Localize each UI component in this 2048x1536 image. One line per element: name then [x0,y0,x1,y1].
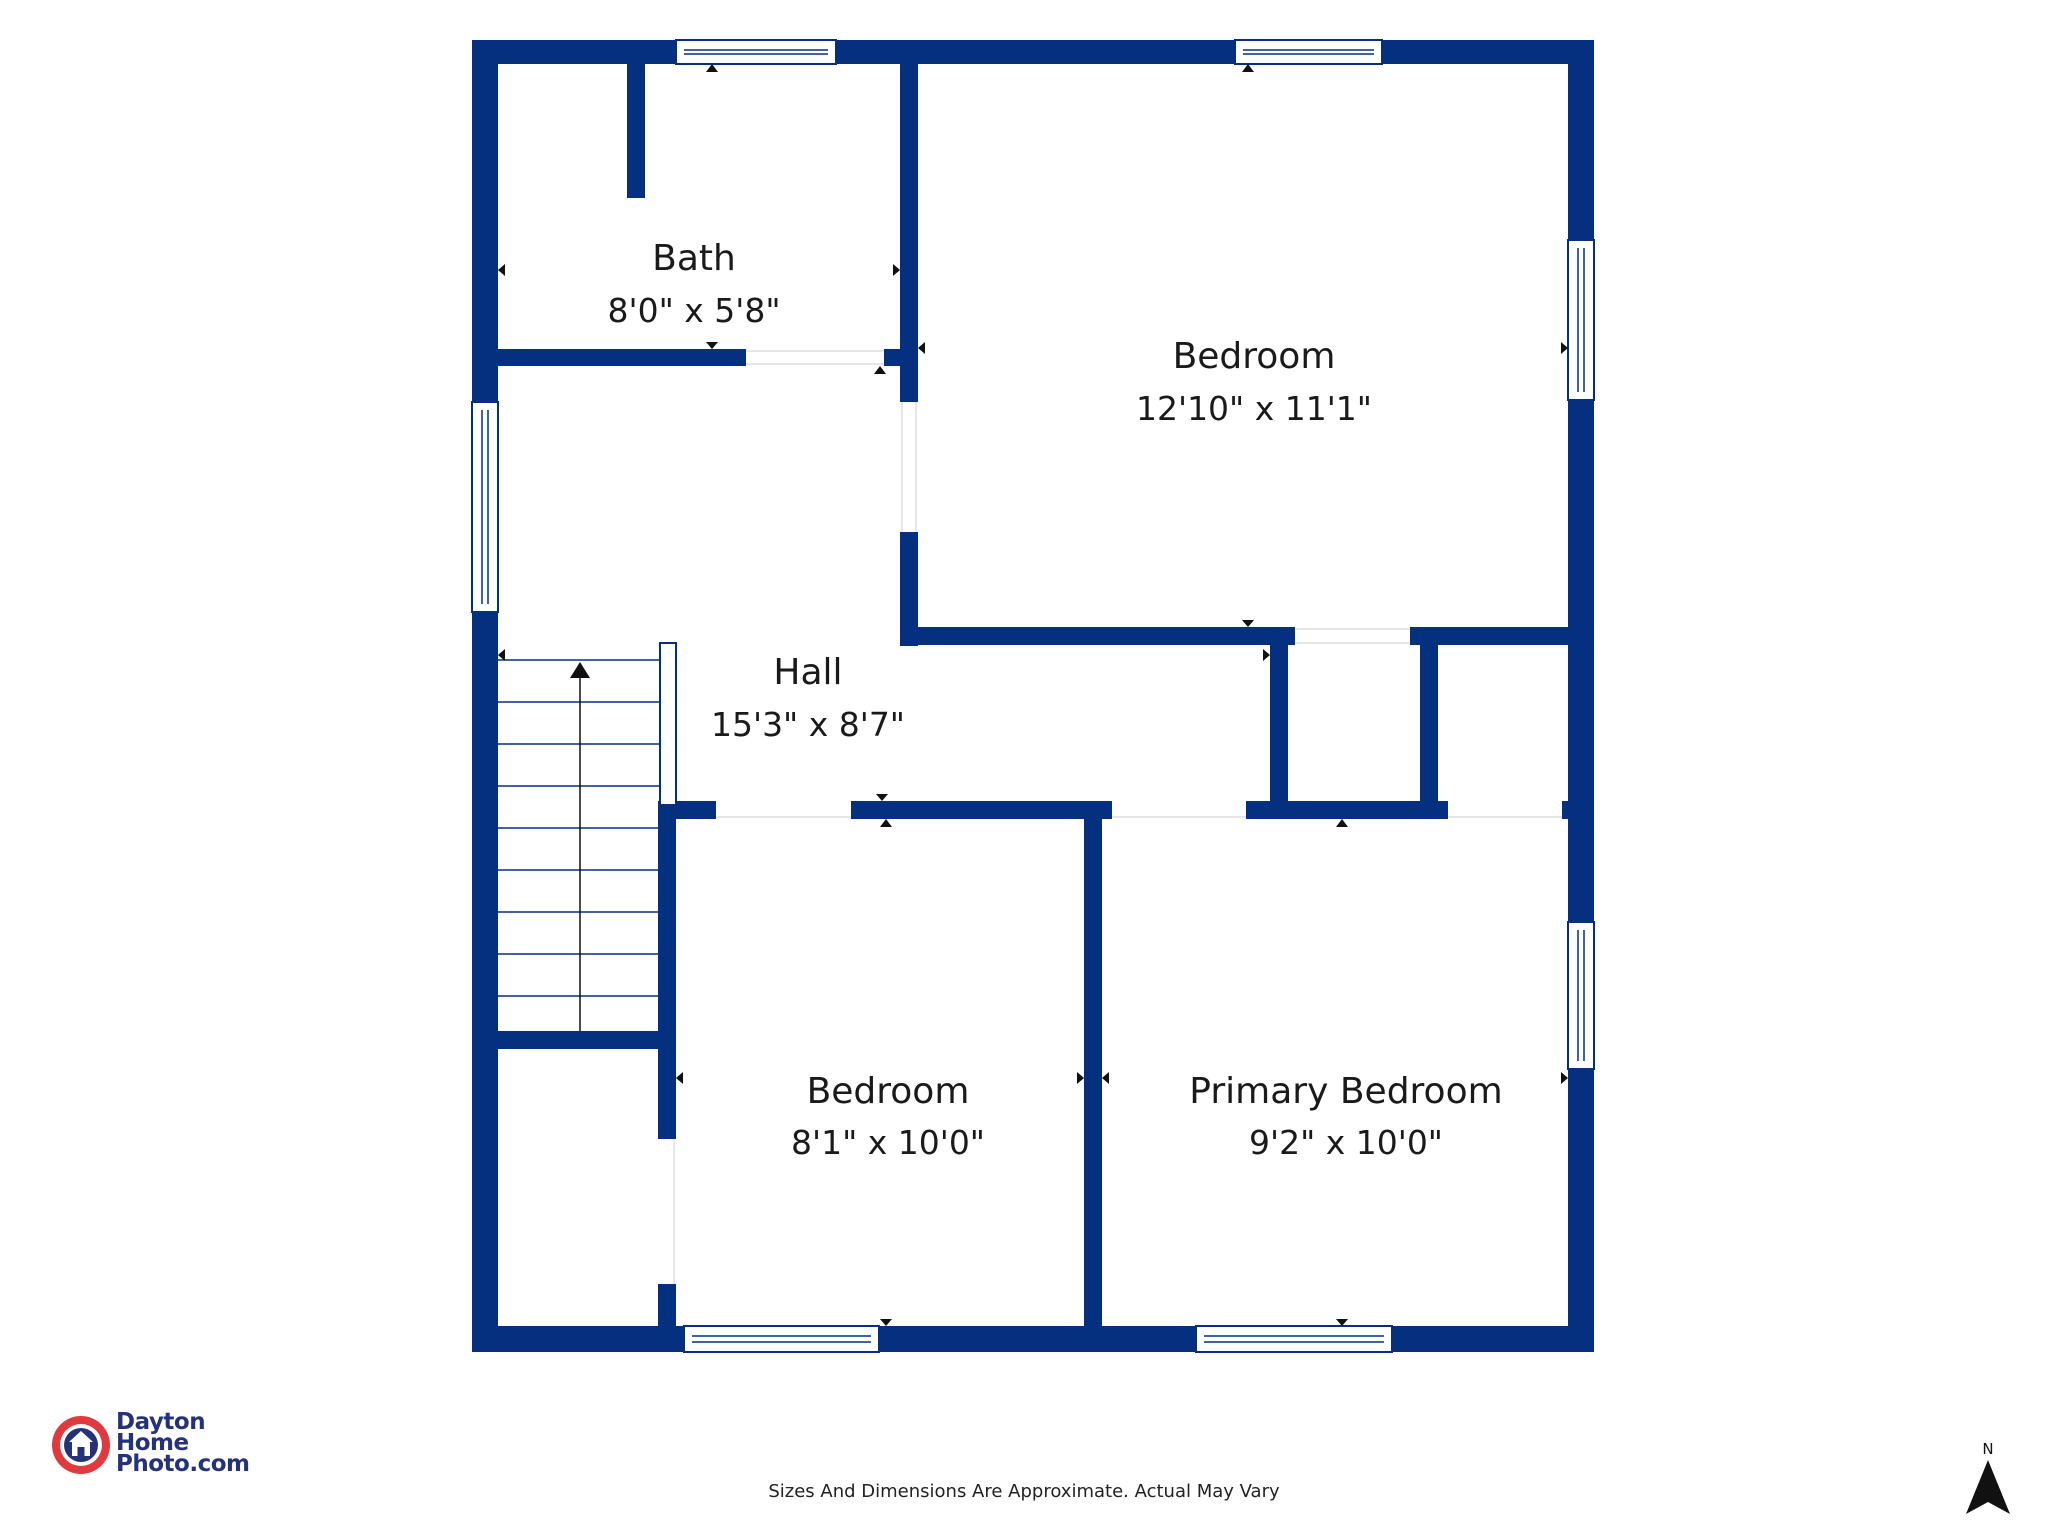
room-label-primary-bedroom: Primary Bedroom 9'2" x 10'0" [1189,1071,1502,1162]
hall-bottom-wall-d [1562,801,1574,819]
wall-top [472,40,1594,64]
hall-bottom-wall-c [1246,801,1448,819]
staircase [498,642,677,1031]
north-arrow-icon [1966,1460,2010,1514]
windows [471,39,1595,1353]
room-dimensions: 12'10" x 11'1" [1136,389,1372,428]
logo-wordmark: Dayton Home Photo.com [116,1409,250,1477]
room-dimensions: 8'0" x 5'8" [608,291,781,330]
bath-bottom-wall-a [498,349,746,366]
room-name: Bedroom [1173,336,1336,377]
bedroom-divider-wall [1084,801,1102,1328]
room-label-bath: Bath 8'0" x 5'8" [608,238,781,330]
room-name: Bath [652,238,736,279]
bath-right-wall-a [900,64,918,402]
room-label-hall: Hall 15'3" x 8'7" [711,652,905,744]
hall-bottom-wall-b [851,801,1112,819]
closet-left-wall [1270,627,1288,810]
bedroom1-bottom-wall-a [900,627,1295,645]
stair-up-arrow [570,662,590,678]
wall-left [472,40,498,1352]
disclaimer-text: Sizes And Dimensions Are Approximate. Ac… [768,1481,1280,1502]
door-thresholds [673,350,1562,1284]
room-label-bedroom-bottom-left: Bedroom 8'1" x 10'0" [791,1071,985,1162]
bedroom2-left-wall-b [658,1284,676,1328]
window-primary-right [1567,921,1595,1070]
closet-right-wall [1420,627,1438,810]
wall-bottom [472,1326,1594,1352]
bedroom1-bottom-wall-b [1410,627,1568,645]
measurement-markers [498,64,1568,1326]
room-name: Hall [773,652,842,693]
window-bedroom1-right [1567,239,1595,401]
company-logo: Dayton Home Photo.com [50,1409,280,1480]
window-bath-top [675,39,837,65]
bath-right-wall-b [900,532,918,646]
room-label-bedroom-top-right: Bedroom 12'10" x 11'1" [1136,336,1372,428]
north-indicator: N [1958,1440,2018,1520]
room-name: Bedroom [807,1071,970,1112]
door-openings [660,351,1562,1284]
north-label: N [1982,1440,1994,1458]
stair-closet-wall [498,1031,676,1049]
room-dimensions: 8'1" x 10'0" [791,1123,985,1162]
room-name: Primary Bedroom [1189,1071,1502,1112]
window-bedroom1-top [1234,39,1383,65]
bedroom2-left-wall-a [658,801,676,1139]
window-hall-left [471,401,499,613]
room-dimensions: 15'3" x 8'7" [711,705,905,744]
house-camera-icon [52,1416,110,1474]
bath-stub-wall [627,64,645,198]
wall-right [1568,40,1594,1352]
window-primary-bottom [1195,1325,1393,1353]
bath-bottom-wall-b [884,349,902,366]
window-bedroom2-bottom [683,1325,880,1353]
room-dimensions: 9'2" x 10'0" [1249,1123,1443,1162]
